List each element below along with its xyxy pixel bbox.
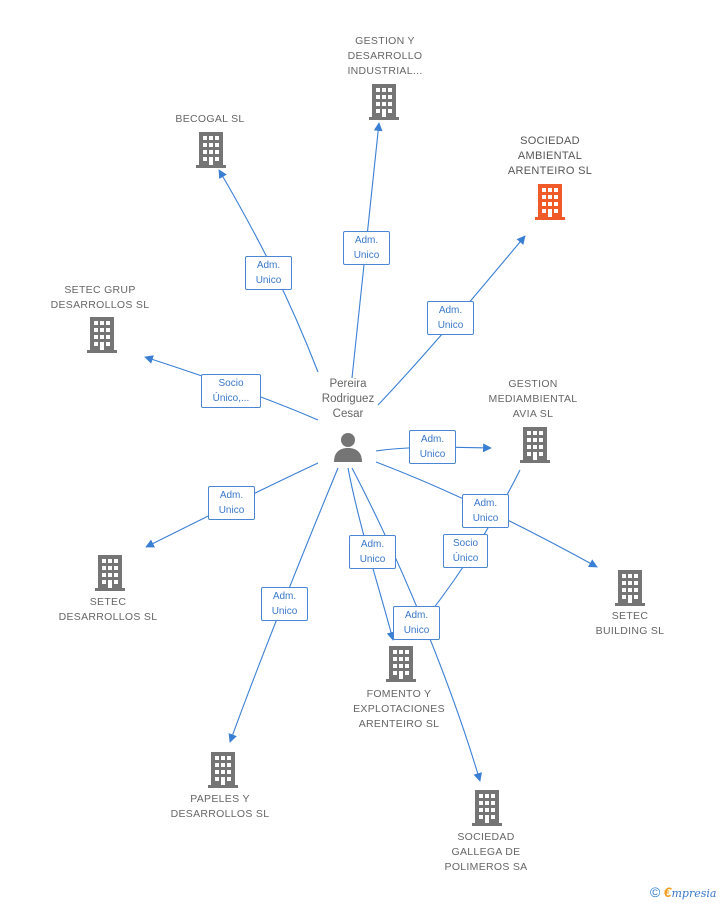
building-icon	[196, 132, 226, 168]
relation-label[interactable]: Adm. Unico	[462, 494, 509, 528]
relation-label[interactable]: Adm. Unico	[427, 301, 474, 335]
company-label-gestion-mediambiental[interactable]: GESTION MEDIAMBIENTAL AVIA SL	[488, 378, 578, 420]
relation-label[interactable]: Adm. Unico	[208, 486, 255, 520]
relation-label[interactable]: Adm. Unico	[349, 535, 396, 569]
company-label-sociedad-gallega[interactable]: SOCIEDAD GALLEGA DE POLIMEROS SA	[444, 831, 528, 873]
relation-label[interactable]: Adm. Unico	[409, 430, 456, 464]
building-icon	[95, 555, 125, 591]
copyright-icon: ©	[650, 884, 661, 900]
building-icon	[208, 752, 238, 788]
building-icon	[535, 184, 565, 220]
person-icon	[334, 433, 362, 462]
person-name[interactable]: Pereira Rodriguez Cesar	[321, 378, 375, 420]
relation-label[interactable]: Adm. Unico	[393, 606, 440, 640]
building-icon	[386, 646, 416, 682]
relation-label[interactable]: Adm. Unico	[343, 231, 390, 265]
building-icon	[369, 84, 399, 120]
relation-label[interactable]: Socio Único	[443, 534, 488, 568]
brand-logo-letter: €	[663, 884, 672, 900]
company-label-setec-grup[interactable]: SETEC GRUP DESARROLLOS SL	[50, 284, 150, 311]
building-icon	[472, 790, 502, 826]
building-icon	[87, 317, 117, 353]
company-label-fomento[interactable]: FOMENTO Y EXPLOTACIONES ARENTEIRO SL	[353, 688, 445, 730]
building-icon	[520, 427, 550, 463]
relation-label[interactable]: Adm. Unico	[261, 587, 308, 621]
company-label-setec-building[interactable]: SETEC BUILDING SL	[595, 610, 665, 637]
company-label-becogal[interactable]: BECOGAL SL	[175, 113, 245, 125]
company-label-papeles[interactable]: PAPELES Y DESARROLLOS SL	[170, 793, 270, 820]
brand-footer: © €mpresia	[650, 884, 716, 900]
company-label-sociedad-ambiental[interactable]: SOCIEDAD AMBIENTAL ARENTEIRO SL	[507, 135, 593, 177]
company-label-gestion-desarrollo[interactable]: GESTION Y DESARROLLO INDUSTRIAL...	[347, 35, 423, 77]
building-icon	[615, 570, 645, 606]
relation-label[interactable]: Adm. Unico	[245, 256, 292, 290]
relation-label[interactable]: Socio Único,...	[201, 374, 261, 408]
brand-logo-text: mpresia	[671, 887, 717, 900]
company-label-setec-desarrollos[interactable]: SETEC DESARROLLOS SL	[58, 596, 158, 623]
